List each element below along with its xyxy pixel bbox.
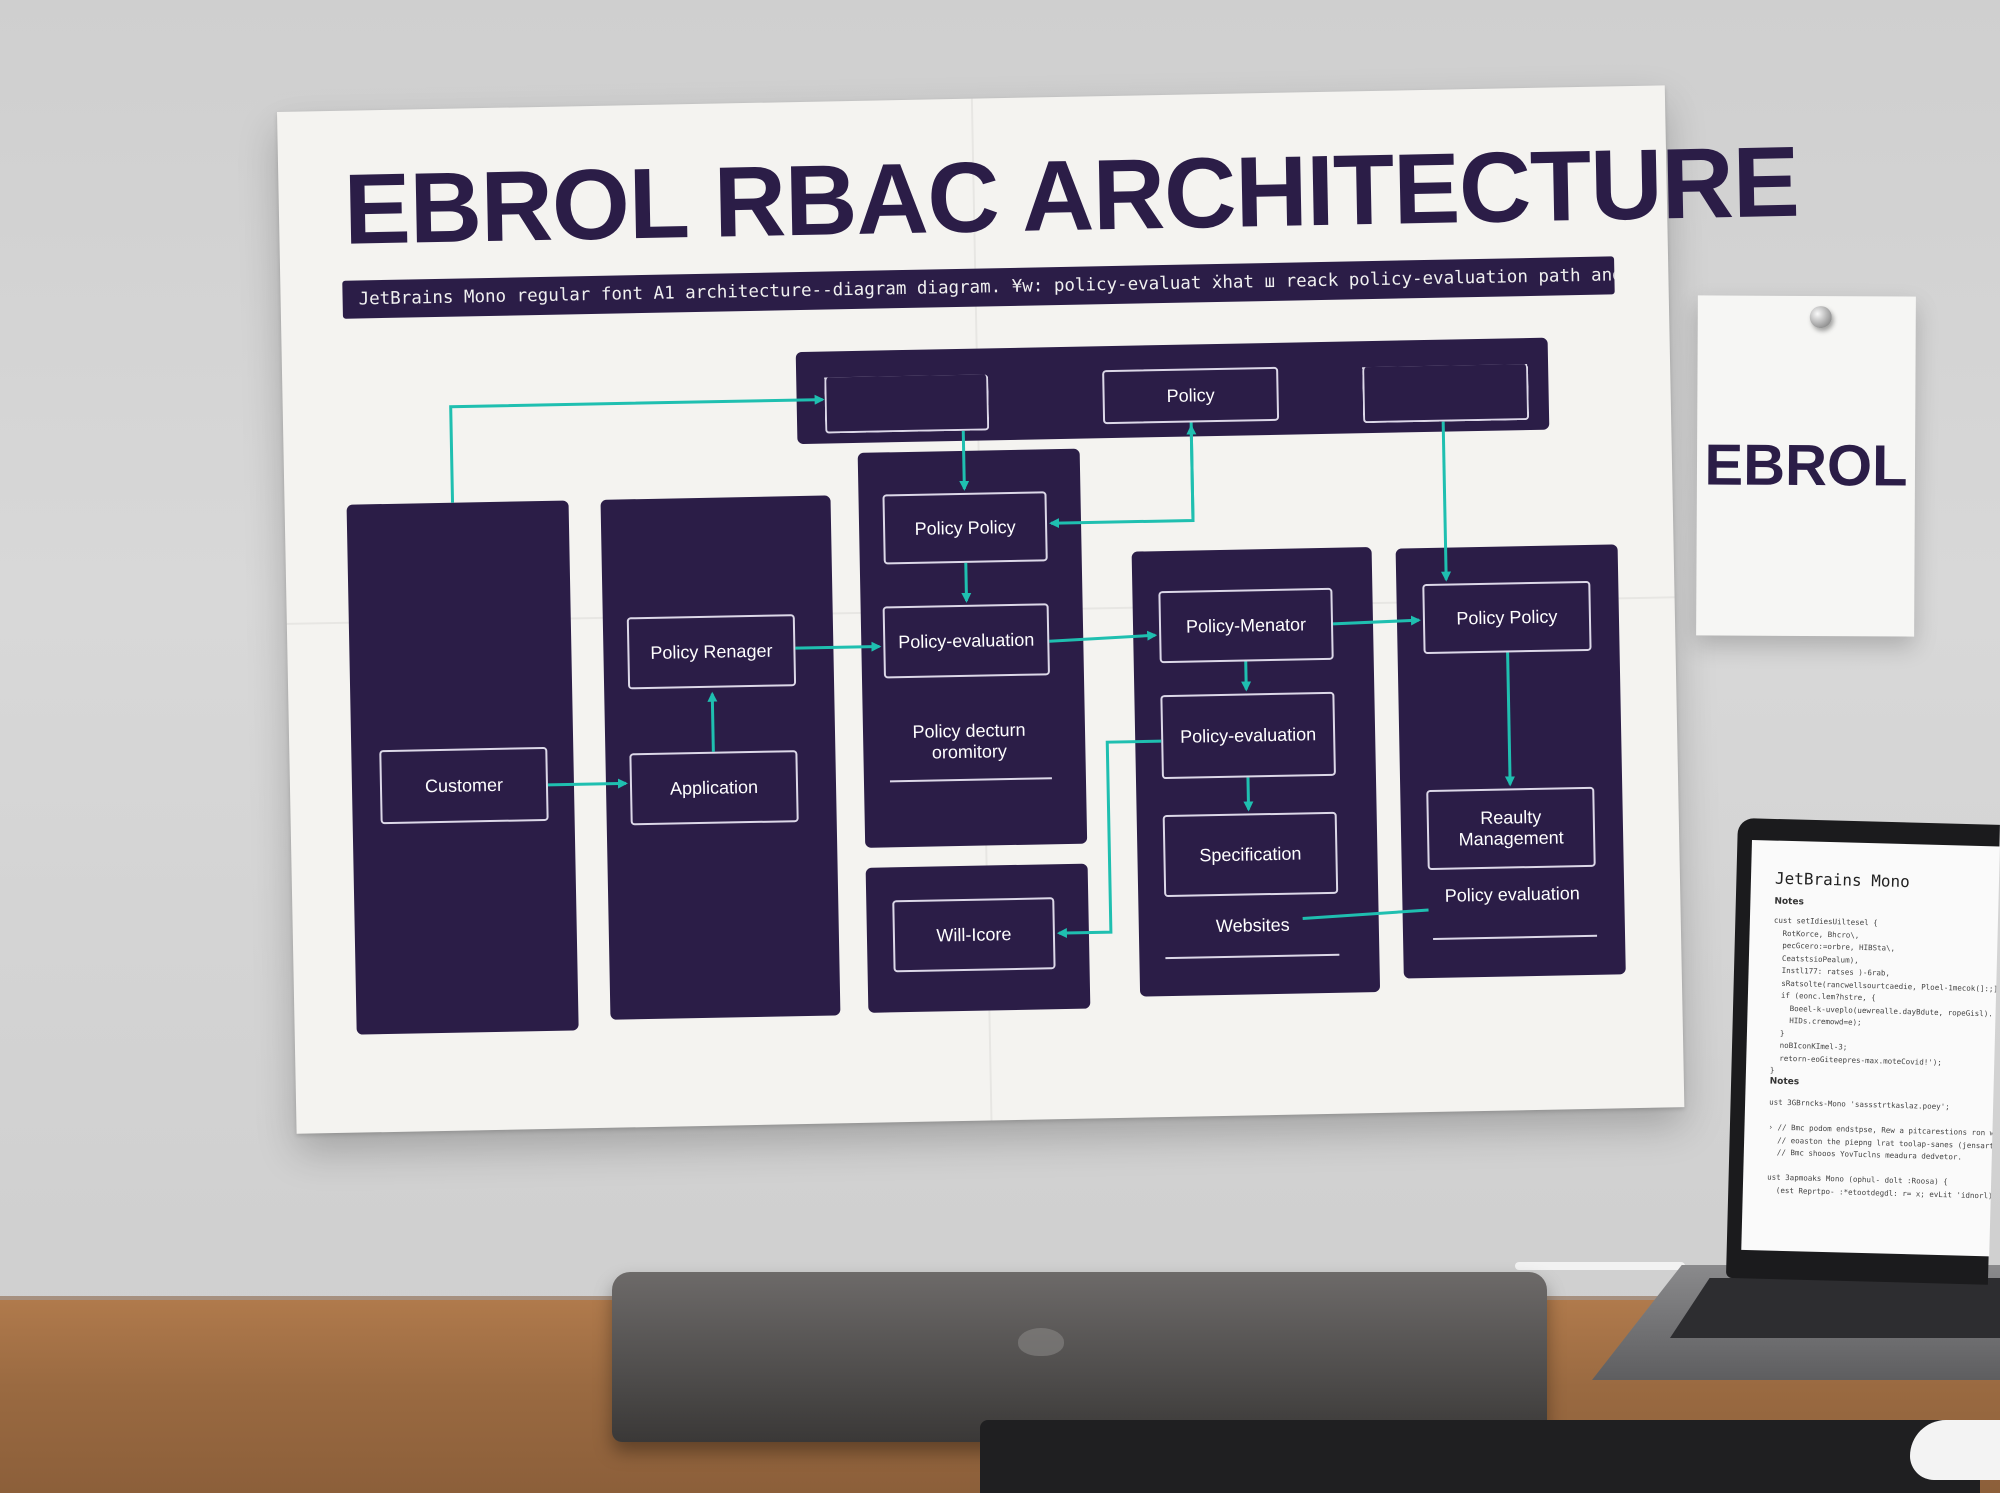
wall-note: EBROL — [1696, 295, 1916, 637]
mouse — [1910, 1420, 2000, 1480]
open-laptop-screen: JetBrains Mono Notes cust setIdiesUiltes… — [1741, 840, 2000, 1257]
arrow-policy-policy-1-to-evaluation-1 — [961, 562, 972, 603]
charging-cable — [1515, 1262, 1685, 1270]
screen-code-block-2: ust 3GBrncks-Mono 'sassstrtkaslaz.poey';… — [1767, 1097, 2000, 1201]
arrow-renager-to-evaluation-1 — [795, 641, 882, 652]
laptop-logo-icon — [1018, 1328, 1064, 1356]
arrow-policy-up — [1186, 424, 1197, 521]
arrow-top-right-down — [1441, 421, 1452, 582]
arrow-application-to-renager — [707, 691, 718, 752]
open-laptop-keyboard — [1670, 1278, 2000, 1338]
arrow-menator-to-policy-policy-2 — [1332, 615, 1421, 626]
arrow-evaluation-1-to-menator — [1049, 630, 1158, 643]
screen-notes-label-2: Notes — [1769, 1076, 1800, 1088]
screen-notes-label-1: Notes — [1774, 896, 1805, 908]
wall-note-text: EBROL — [1704, 432, 1908, 499]
line-policy-eval-3-to-websites — [1302, 908, 1429, 920]
arrow-policy-to-policy-policy-1 — [1049, 422, 1195, 529]
keyboard — [980, 1420, 1980, 1493]
arrow-customer-to-application — [547, 778, 628, 789]
arrow-top-to-policy-policy-1 — [959, 430, 970, 491]
arrow-policy-policy-2-to-reaulty — [1504, 652, 1515, 787]
wall-note-pin — [1809, 306, 1832, 329]
flow-arrows — [449, 394, 1515, 938]
closed-laptop — [612, 1272, 1547, 1442]
screen-code-block-1: cust setIdiesUiltesel { RotKorce, Bhcro\… — [1769, 915, 2000, 1075]
arrow-menator-to-evaluation-2 — [1241, 661, 1252, 692]
architecture-poster: EBROL RBAC ARCHITECTURE JetBrains Mono r… — [277, 85, 1799, 1134]
arrow-evaluation-2-to-will-icore — [1056, 739, 1162, 938]
arrow-customer-to-top — [449, 394, 825, 503]
arrow-evaluation-2-to-specification — [1243, 777, 1254, 812]
screen-title: JetBrains Mono — [1774, 868, 1911, 892]
